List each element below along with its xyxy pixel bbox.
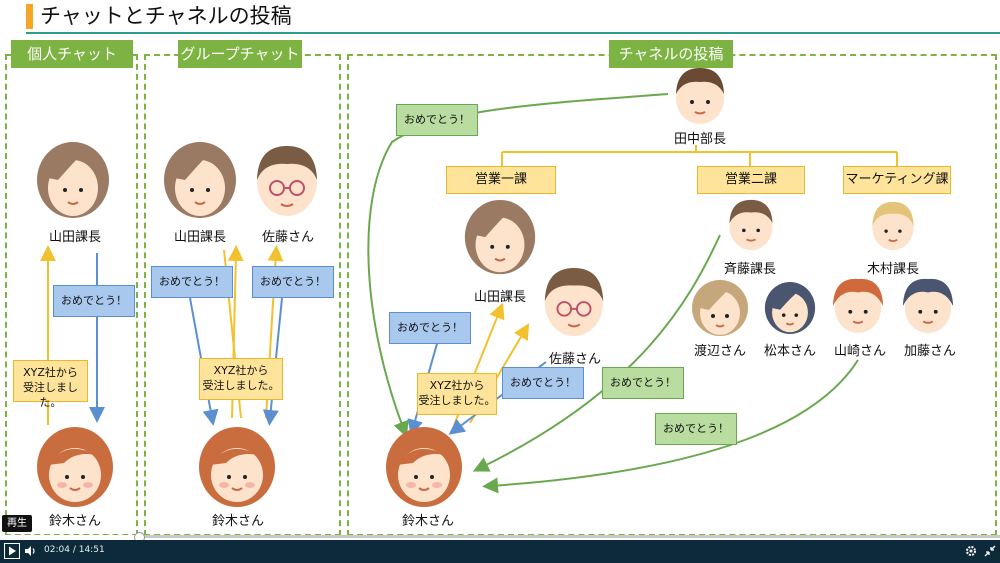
- title-accent-bar: [26, 4, 33, 29]
- congrats-message-channel-saito: おめでとう！: [602, 367, 684, 399]
- congrats-message-channel-tanaka: おめでとう！: [396, 104, 478, 136]
- yamazaki-label: 山崎さん: [833, 344, 886, 359]
- progress-bar[interactable]: [0, 535, 1000, 538]
- sato-group-avatar: [257, 146, 317, 216]
- order-message-group: XYZ社から受注しました。: [199, 358, 283, 400]
- group-chat-title: グループチャット: [178, 40, 302, 68]
- channel-post-title: チャネルの投稿: [609, 40, 733, 68]
- sato-channel-avatar: [544, 268, 604, 337]
- yamada-group-label: 山田課長: [173, 230, 226, 245]
- settings-icon[interactable]: [965, 545, 977, 557]
- volume-icon[interactable]: [24, 545, 37, 557]
- suzuki-personal-avatar: [37, 427, 113, 507]
- sato-group-label: 佐藤さん: [261, 230, 314, 245]
- matsumoto-label: 松本さん: [763, 344, 816, 359]
- order-message-personal: XYZ社から受注しました。: [13, 360, 88, 409]
- sato-channel-label: 佐藤さん: [548, 352, 601, 367]
- dept-sales2: 営業二課: [697, 166, 805, 194]
- total-time: 14:51: [78, 545, 105, 555]
- kimura-avatar: [872, 201, 914, 251]
- time-separator: /: [72, 545, 76, 555]
- player-controls: [0, 540, 1000, 563]
- congrats-message-channel-yamazaki: おめでとう！: [655, 413, 737, 445]
- dept-sales1: 営業一課: [446, 166, 556, 194]
- saito-avatar: [729, 199, 773, 251]
- congrats-message-personal: おめでとう！: [53, 285, 135, 317]
- matsumoto-avatar: [764, 282, 816, 334]
- header: [0, 0, 1000, 33]
- congrats-message-channel-yamada: おめでとう！: [389, 312, 471, 344]
- kato-label: 加藤さん: [903, 344, 956, 359]
- congrats-message-group-1: おめでとう！: [151, 266, 233, 298]
- dept-marketing: マーケティング課: [843, 166, 951, 194]
- watanabe-avatar: [692, 280, 748, 336]
- yamada-group-avatar: [164, 142, 236, 218]
- time-display: 02:04 / 14:51: [44, 545, 105, 555]
- yamada-channel-avatar: [464, 199, 536, 275]
- yamada-personal-avatar: [37, 142, 109, 218]
- kimura-label: 木村課長: [866, 262, 919, 277]
- exit-fullscreen-icon[interactable]: [984, 545, 996, 557]
- yamada-channel-label: 山田課長: [473, 290, 526, 305]
- watanabe-label: 渡辺さん: [693, 344, 746, 359]
- play-icon[interactable]: [4, 543, 20, 559]
- current-time: 02:04: [44, 545, 70, 555]
- suzuki-group-label: 鈴木さん: [211, 514, 264, 529]
- congrats-message-group-2: おめでとう！: [252, 266, 334, 298]
- page-title: チャットとチャネルの投稿: [40, 4, 292, 28]
- suzuki-channel-avatar: [386, 427, 462, 507]
- yamada-personal-label: 山田課長: [48, 230, 101, 245]
- congrats-message-channel-sato: おめでとう！: [502, 367, 584, 399]
- personal-chat-title: 個人チャット: [11, 40, 133, 68]
- yamazaki-avatar: [832, 278, 884, 334]
- suzuki-personal-label: 鈴木さん: [48, 514, 101, 529]
- progress-fill: [0, 535, 140, 538]
- tanaka-avatar: [676, 68, 724, 124]
- play-tooltip: 再生: [2, 515, 32, 532]
- suzuki-group-avatar: [199, 427, 275, 507]
- kato-avatar: [902, 278, 954, 334]
- order-message-channel: XYZ社から受注しました。: [417, 373, 497, 415]
- header-divider: [26, 32, 1000, 34]
- tanaka-label: 田中部長: [673, 132, 726, 147]
- suzuki-channel-label: 鈴木さん: [401, 514, 454, 529]
- saito-label: 斉藤課長: [723, 262, 776, 277]
